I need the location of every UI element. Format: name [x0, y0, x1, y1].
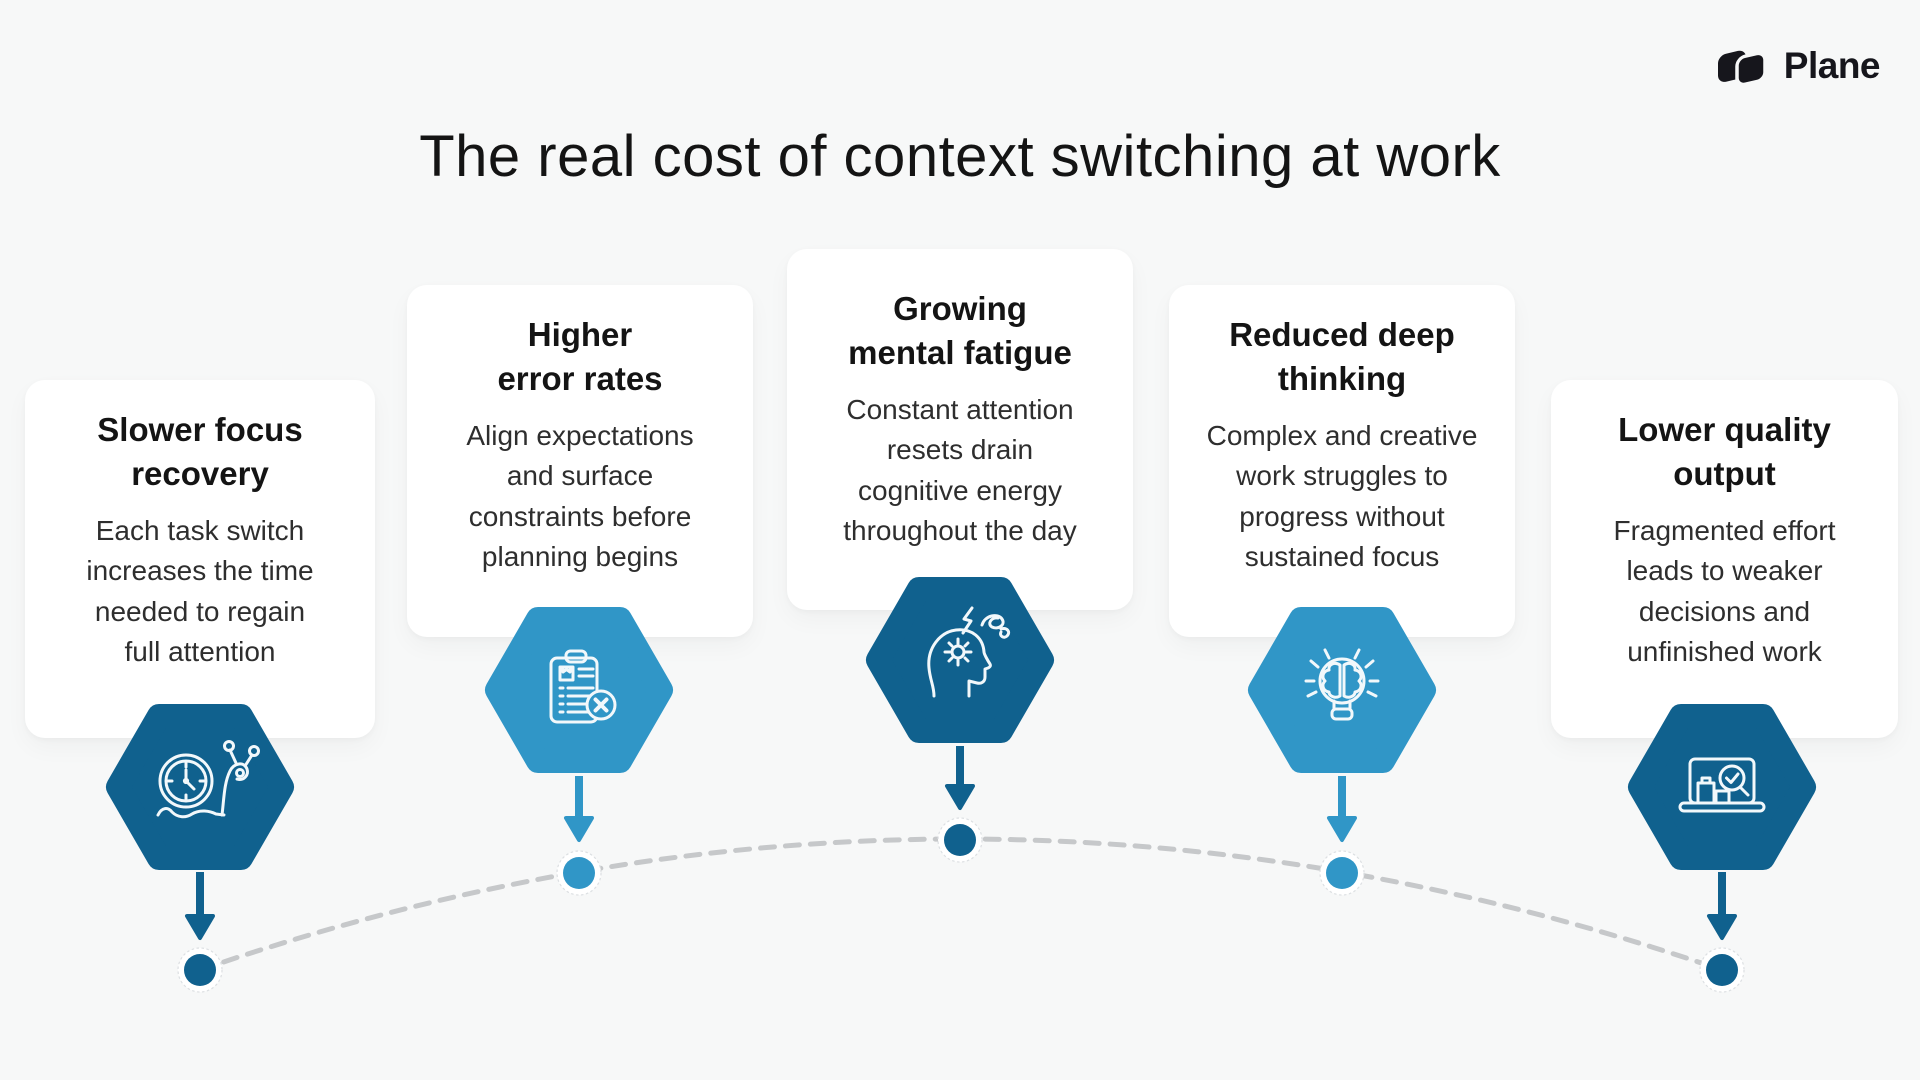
card-slower-focus-recovery: Slower focus recovery Each task switch i…: [25, 380, 375, 738]
down-arrow-1: [185, 872, 215, 940]
card-body: Align expectations and surface constrain…: [466, 420, 694, 573]
card-body: Each task switch increases the time need…: [86, 515, 314, 668]
down-arrow-5: [1707, 872, 1737, 940]
card-title: Reduced deep thinking: [1229, 316, 1455, 397]
timeline-dot-5: [1699, 947, 1745, 993]
laptop-review-icon: [1678, 757, 1766, 813]
page-title: The real cost of context switching at wo…: [419, 123, 1501, 189]
card-lower-quality-output: Lower quality output Fragmented effort l…: [1551, 380, 1898, 738]
down-arrow-2: [564, 776, 594, 842]
plane-logo-icon: [1717, 50, 1767, 87]
card-title: Higher error rates: [497, 316, 663, 397]
idea-brain-icon: [1304, 648, 1380, 721]
card-body: Constant attention resets drain cognitiv…: [843, 394, 1077, 547]
clipboard-error-icon: [549, 649, 617, 724]
card-growing-mental-fatigue: Growing mental fatigue Constant attentio…: [787, 249, 1133, 610]
hexagon-4: [1248, 607, 1436, 773]
card-higher-error-rates: Higher error rates Align expectations an…: [407, 285, 753, 637]
timeline-dot-2: [556, 850, 602, 896]
card-title: Lower quality output: [1618, 411, 1831, 492]
hexagon-2: [485, 607, 673, 773]
timeline-dot-4: [1319, 850, 1365, 896]
brand-logo: Plane: [1716, 44, 1881, 88]
timeline-dot-3: [937, 817, 983, 863]
hexagon-1: [106, 704, 294, 870]
brand-name: Plane: [1783, 45, 1881, 86]
card-title: Growing mental fatigue: [848, 290, 1072, 371]
mental-fatigue-icon: [927, 606, 1011, 698]
timeline-dot-1: [177, 947, 223, 993]
down-arrow-4: [1327, 776, 1357, 842]
down-arrow-3: [945, 746, 975, 810]
hexagon-3: [866, 577, 1054, 743]
card-reduced-deep-thinking: Reduced deep thinking Complex and creati…: [1169, 285, 1515, 637]
card-body: Fragmented effort leads to weaker decisi…: [1613, 515, 1836, 668]
snail-clock-icon: [156, 740, 260, 819]
card-title: Slower focus recovery: [97, 411, 303, 492]
card-body: Complex and creative work struggles to p…: [1206, 420, 1478, 573]
